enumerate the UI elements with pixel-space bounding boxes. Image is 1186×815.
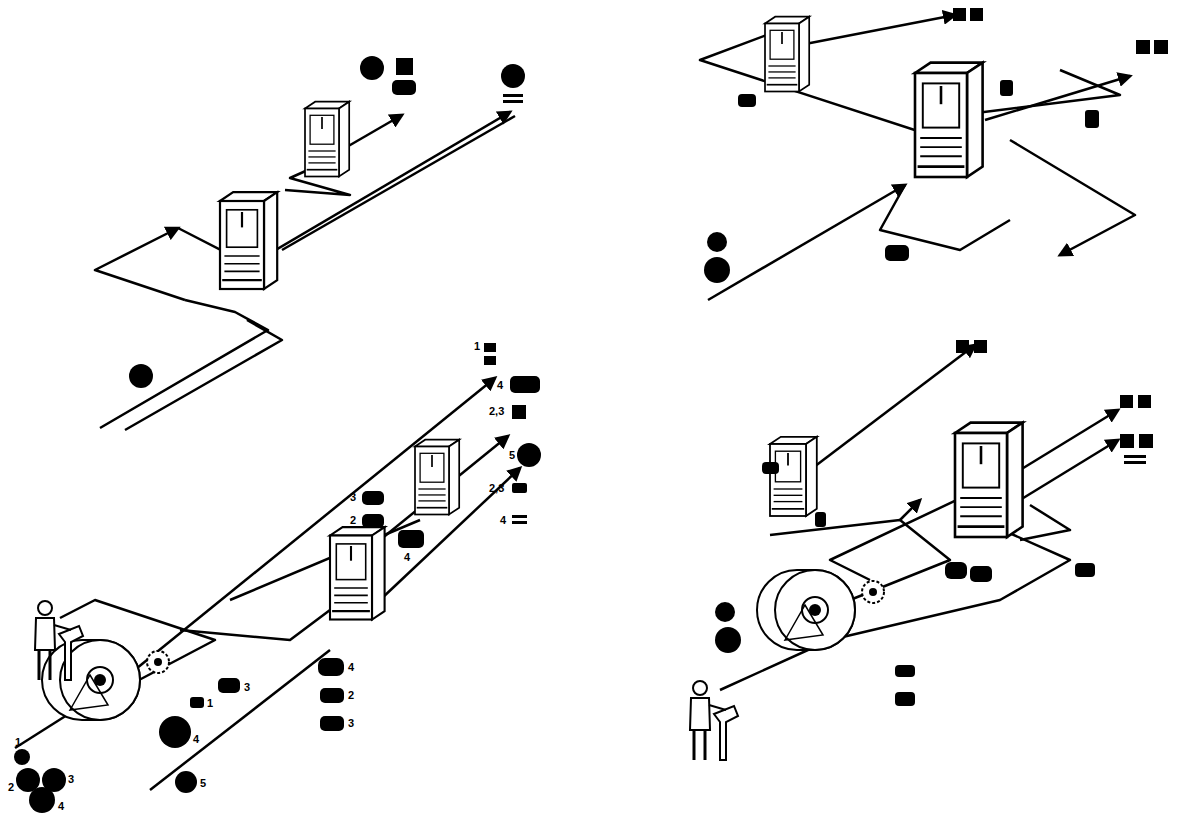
callout-number: 3 — [350, 492, 356, 503]
callout-number: 5 — [509, 450, 515, 461]
callout-number: 2 — [348, 690, 354, 701]
callout-number: 2 — [8, 782, 14, 793]
callout-number: 3 — [348, 718, 354, 729]
callout-number: 4 — [193, 734, 199, 745]
callout-number: 2,3 — [489, 406, 504, 417]
callout-number: 4 — [404, 552, 410, 563]
callout-number: 3 — [244, 682, 250, 693]
callout-number: 4 — [497, 380, 503, 391]
callout-number: 1 — [474, 341, 480, 352]
callout-number: 1 — [15, 737, 21, 748]
callout-number: 4 — [500, 515, 506, 526]
callout-number: 4 — [58, 801, 64, 812]
callout-number: 5 — [200, 778, 206, 789]
callout-number: 1 — [207, 698, 213, 709]
callout-number: 4 — [348, 662, 354, 673]
callout-number: 3 — [68, 774, 74, 785]
callout-number: 2,3 — [489, 483, 504, 494]
callout-number: 2 — [350, 515, 356, 526]
